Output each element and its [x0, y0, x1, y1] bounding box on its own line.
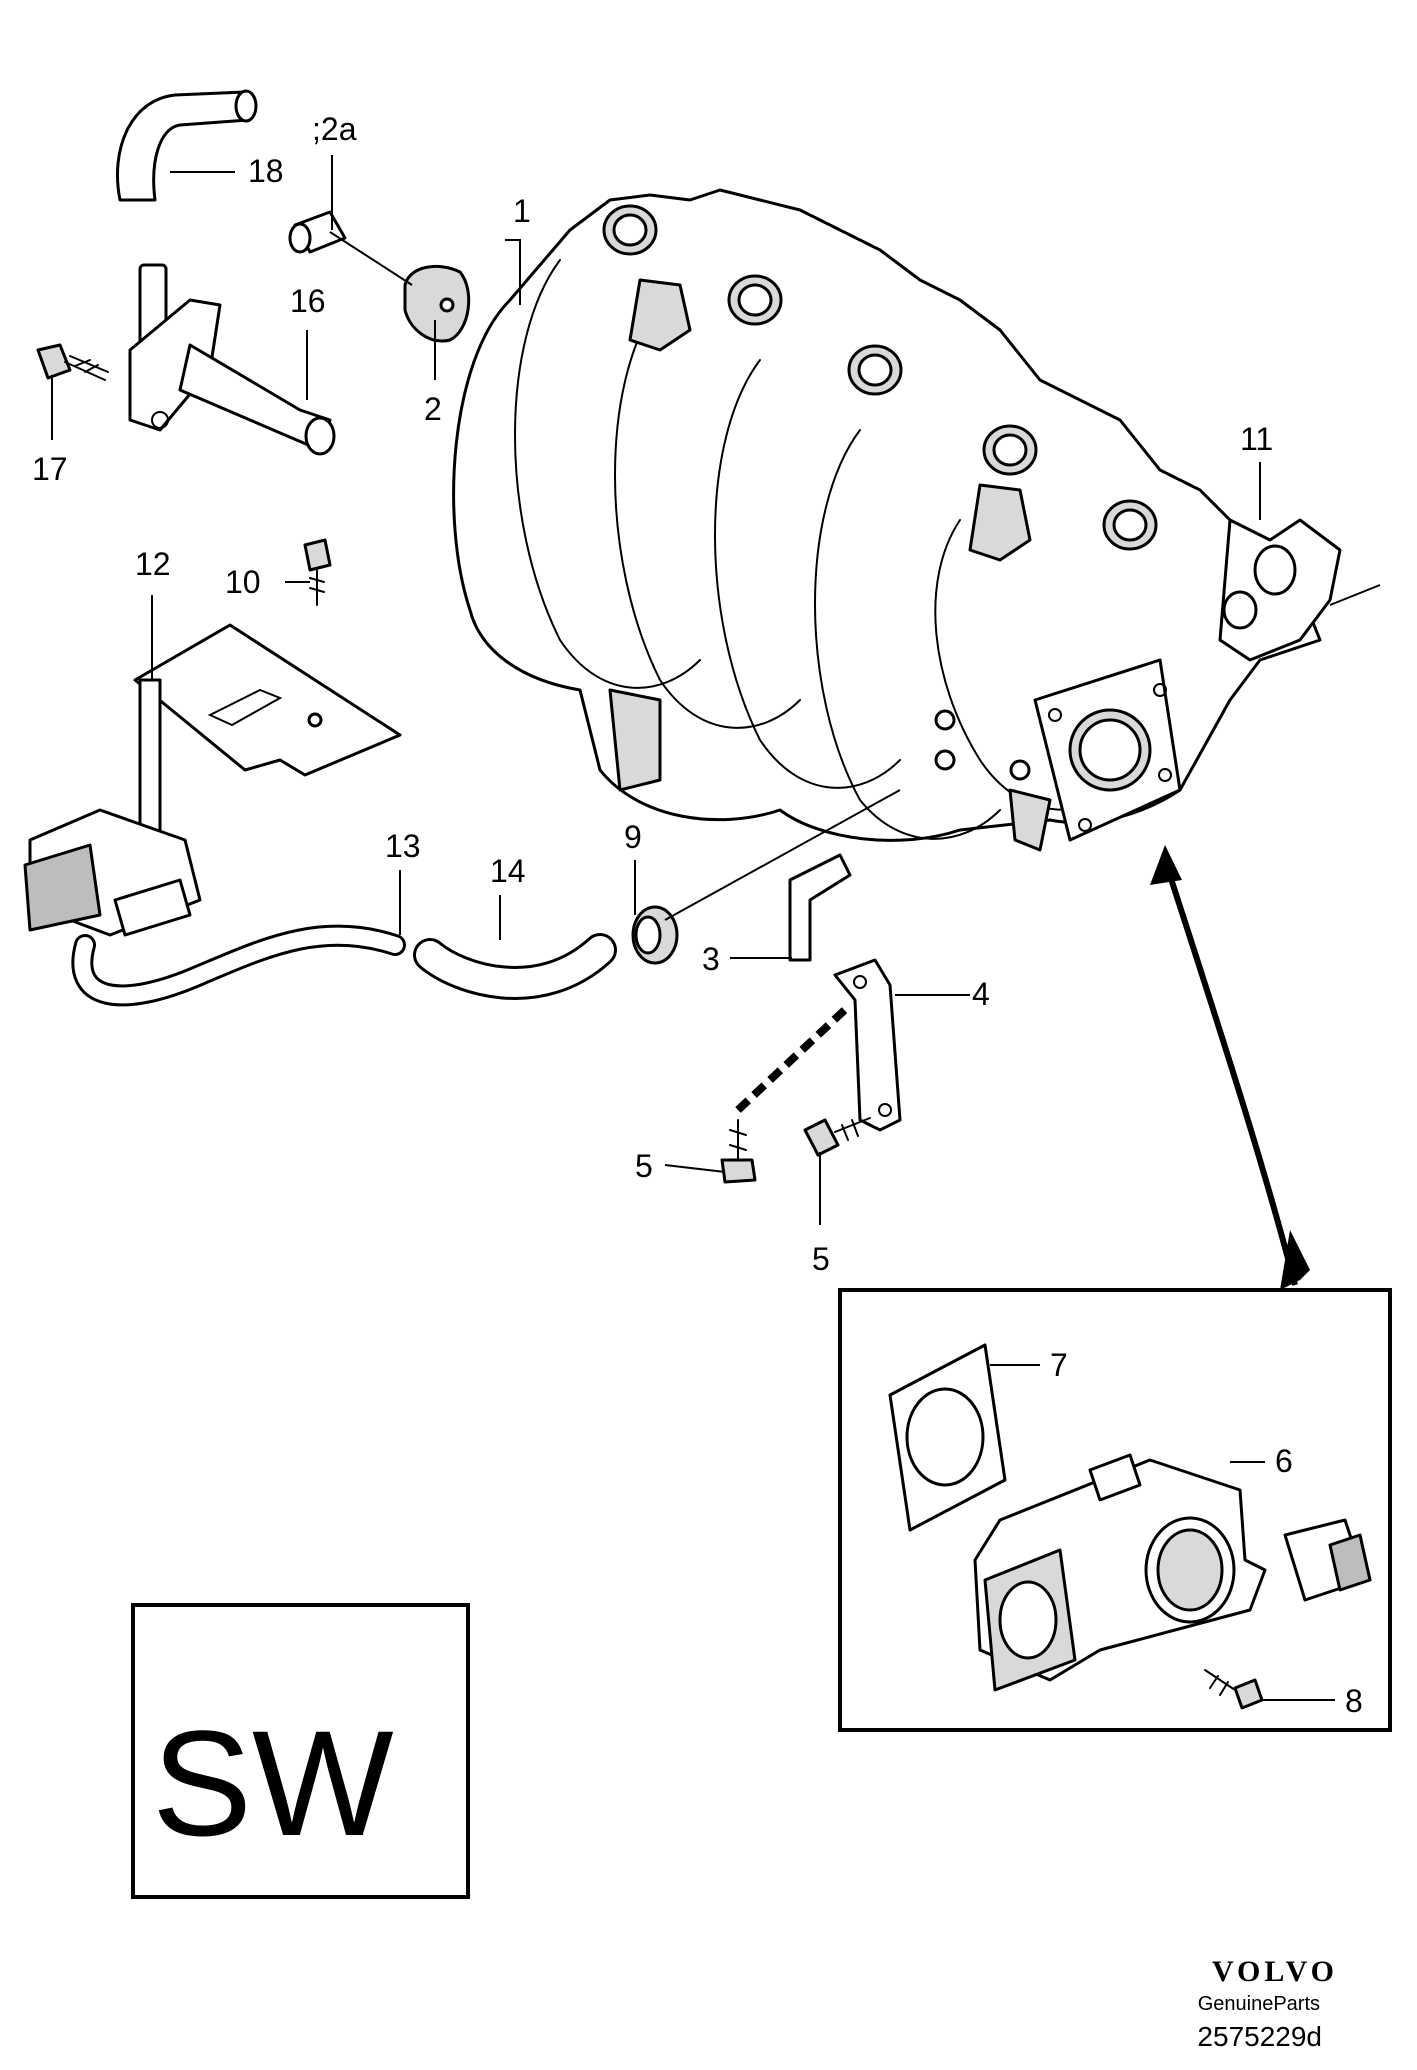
breather-hose	[115, 89, 258, 202]
screw-5a	[720, 1119, 757, 1184]
variant-code-box: SW	[131, 1603, 470, 1899]
callout-6: 6	[1275, 1443, 1293, 1479]
callout-18: 18	[248, 153, 284, 189]
callout-11: 11	[1240, 421, 1273, 457]
callout-10: 10	[225, 564, 261, 600]
vacuum-nipple-3	[788, 853, 852, 962]
branding: VOLVO GenuineParts 2575229d	[1197, 1955, 1338, 2052]
callout-4: 4	[972, 976, 990, 1012]
callout-1: 1	[513, 193, 531, 229]
inset-arrow-head	[1150, 845, 1182, 885]
genuine-parts-label: GenuineParts	[1198, 1993, 1320, 2015]
detail-inset	[838, 1288, 1392, 1732]
volvo-logo: VOLVO	[1212, 1955, 1338, 1988]
vacuum-hose	[71, 924, 617, 1007]
intake-manifold	[452, 188, 1342, 852]
screw-17	[36, 343, 109, 381]
callout-labels: 1 2 ;2a 3 4 5 5 6 7 8 9 10 11 12 13 14 1…	[32, 111, 1363, 1719]
callout-2a: ;2a	[312, 111, 357, 147]
callout-8: 8	[1345, 1683, 1363, 1719]
callout-14: 14	[490, 853, 526, 889]
callout-7: 7	[1050, 1347, 1068, 1383]
callout-16: 16	[290, 283, 326, 319]
bracket-plate	[133, 623, 402, 777]
pcv-valve	[128, 263, 336, 456]
screw-10	[303, 538, 332, 606]
leader-lines	[51, 155, 1381, 1701]
callout-3: 3	[702, 941, 720, 977]
variant-code: SW	[152, 1699, 394, 1867]
control-unit	[23, 678, 202, 937]
callout-2: 2	[424, 391, 442, 427]
diagram-part-code: 2575229d	[1197, 2021, 1322, 2052]
dashed-alignment-line	[735, 1002, 853, 1113]
spacer-2a	[288, 210, 347, 254]
inset-arrow-tail	[1280, 1230, 1310, 1290]
inset-arrow	[1162, 859, 1298, 1286]
callout-13: 13	[385, 828, 421, 864]
callout-17: 17	[32, 451, 68, 487]
callout-5-left: 5	[635, 1148, 653, 1184]
callout-12: 12	[135, 546, 171, 582]
callout-9: 9	[624, 819, 642, 855]
grommet-2	[403, 264, 471, 343]
screw-5b	[803, 1117, 871, 1157]
hose-clamp-9	[631, 905, 679, 965]
support-bracket-4	[833, 958, 902, 1132]
callout-5-bottom: 5	[812, 1241, 830, 1277]
